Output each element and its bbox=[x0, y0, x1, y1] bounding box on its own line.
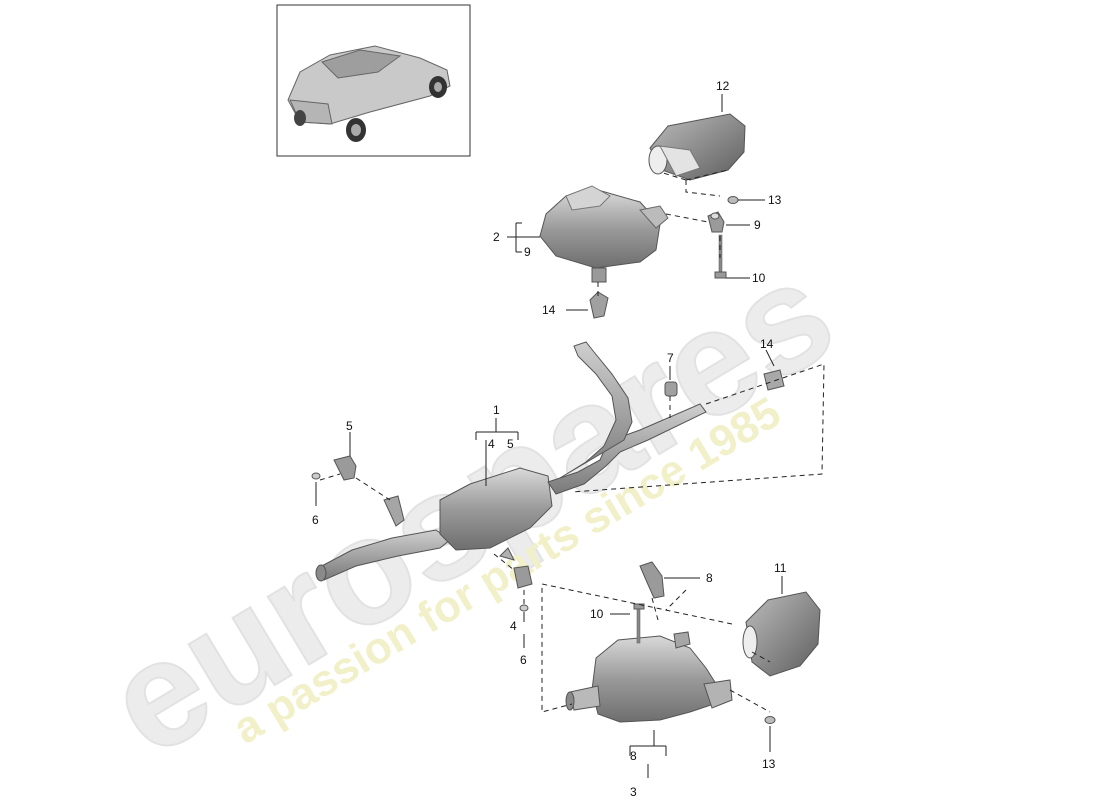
callout-5-left[interactable]: 5 bbox=[346, 419, 353, 433]
callout-10-lower[interactable]: 10 bbox=[590, 607, 604, 621]
bracket-8[interactable] bbox=[639, 561, 665, 599]
callout-10-upper[interactable]: 10 bbox=[752, 271, 766, 285]
callout-2[interactable]: 2 bbox=[493, 230, 500, 244]
callout-14-left[interactable]: 14 bbox=[542, 303, 556, 317]
callout-8-right[interactable]: 8 bbox=[706, 571, 713, 585]
callout-13-lower[interactable]: 13 bbox=[762, 757, 776, 771]
nut-6-left[interactable] bbox=[311, 472, 321, 480]
hanger-bracket-4[interactable] bbox=[499, 547, 533, 589]
callout-4-lower[interactable]: 4 bbox=[510, 619, 517, 633]
vehicle-thumbnail-icon bbox=[287, 45, 451, 142]
tailpipe-tip-lower[interactable] bbox=[742, 591, 821, 677]
nut-13-lower[interactable] bbox=[764, 716, 776, 724]
callout-13-upper[interactable]: 13 bbox=[768, 193, 782, 207]
bracket-9-right[interactable] bbox=[707, 211, 725, 233]
front-pipe-with-center-silencer[interactable] bbox=[315, 341, 707, 582]
callout-1[interactable]: 1 bbox=[493, 403, 500, 417]
assembly-lines bbox=[319, 169, 825, 713]
rear-silencer-lower[interactable] bbox=[565, 631, 733, 723]
callout-5-upper[interactable]: 5 bbox=[507, 437, 514, 451]
callout-8-bottom[interactable]: 8 bbox=[630, 749, 637, 763]
bolt-10-lower[interactable] bbox=[633, 603, 645, 644]
callout-6-lower[interactable]: 6 bbox=[520, 653, 527, 667]
clamp-14-right[interactable] bbox=[763, 369, 785, 391]
rear-silencer-upper[interactable] bbox=[539, 185, 669, 283]
nut-6-bottom[interactable] bbox=[519, 604, 529, 612]
callouts: 12 13 9 2 9 10 14 14 7 1 4 5 5 6 4 6 8 1… bbox=[312, 79, 787, 799]
callout-3[interactable]: 3 bbox=[630, 785, 637, 799]
clamp-14-left[interactable] bbox=[589, 291, 609, 319]
callout-14-right[interactable]: 14 bbox=[760, 337, 774, 351]
nut-13-upper[interactable] bbox=[727, 196, 739, 204]
callout-9-right[interactable]: 9 bbox=[754, 218, 761, 232]
rubber-mount-7[interactable] bbox=[664, 381, 678, 397]
leader-lines bbox=[315, 94, 783, 778]
callout-11[interactable]: 11 bbox=[774, 561, 787, 575]
hanger-bracket-5[interactable] bbox=[333, 455, 405, 527]
vehicle-thumbnail[interactable] bbox=[276, 4, 471, 157]
tailpipe-tip-upper[interactable] bbox=[648, 113, 746, 181]
callout-6-left[interactable]: 6 bbox=[312, 513, 319, 527]
callout-4-upper[interactable]: 4 bbox=[488, 437, 495, 451]
callout-12[interactable]: 12 bbox=[716, 79, 730, 93]
callout-7[interactable]: 7 bbox=[667, 351, 674, 365]
callout-9-left[interactable]: 9 bbox=[524, 245, 531, 259]
